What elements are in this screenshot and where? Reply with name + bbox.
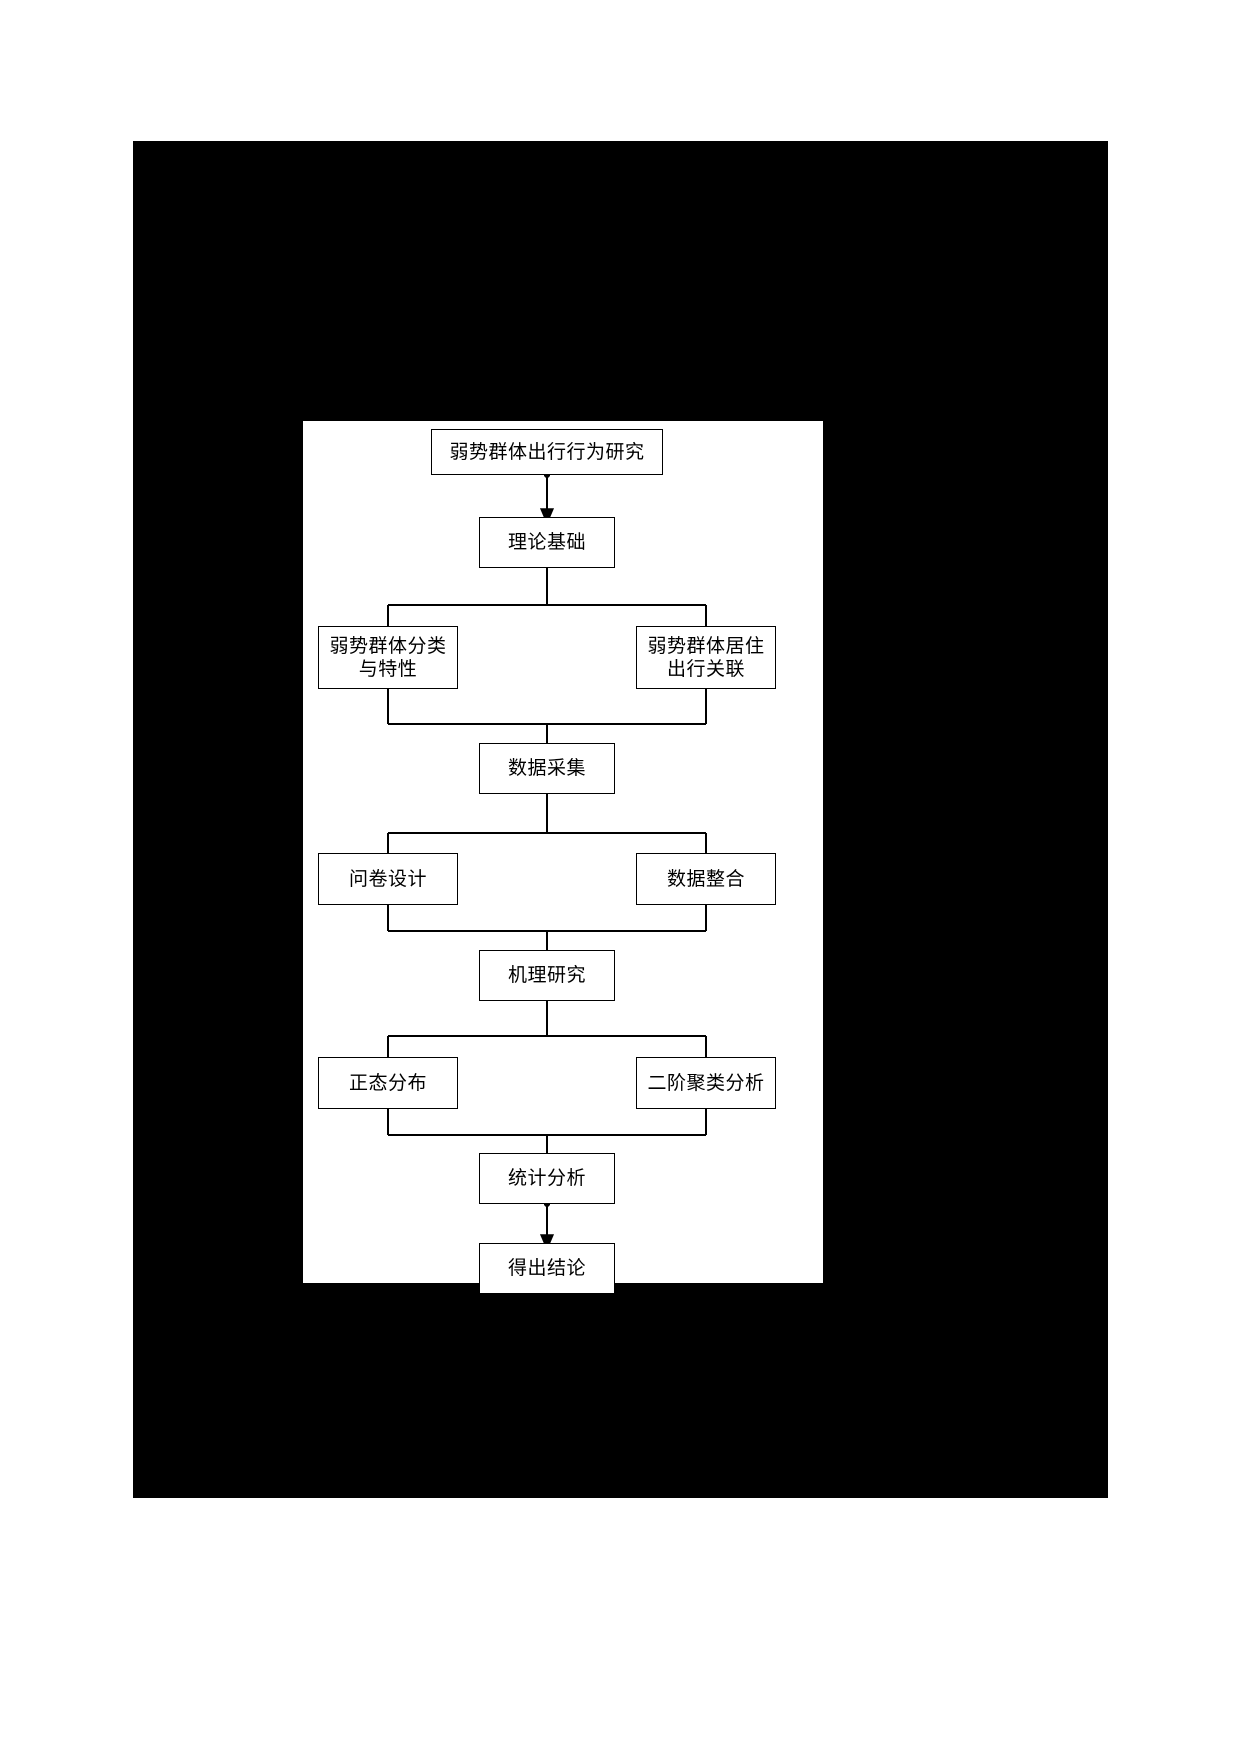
- node-data-integration[interactable]: 数据整合: [636, 853, 776, 905]
- node-conclusion[interactable]: 得出结论: [479, 1243, 615, 1294]
- node-research-topic[interactable]: 弱势群体出行行为研究: [431, 429, 663, 475]
- flowchart-connector-layer: [386, 472, 708, 1251]
- node-group-classification[interactable]: 弱势群体分类 与特性: [318, 626, 458, 689]
- node-residence-travel-link[interactable]: 弱势群体居住 出行关联: [636, 626, 776, 689]
- node-statistical-analysis[interactable]: 统计分析: [479, 1153, 615, 1204]
- node-theoretical-basis[interactable]: 理论基础: [479, 517, 615, 568]
- node-normal-distribution[interactable]: 正态分布: [318, 1057, 458, 1109]
- node-two-step-cluster-analysis[interactable]: 二阶聚类分析: [636, 1057, 776, 1109]
- node-mechanism-study[interactable]: 机理研究: [479, 950, 615, 1001]
- node-questionnaire-design[interactable]: 问卷设计: [318, 853, 458, 905]
- node-data-collection[interactable]: 数据采集: [479, 743, 615, 794]
- flowchart-panel: 弱势群体出行行为研究 理论基础 弱势群体分类 与特性 弱势群体居住 出行关联 数…: [303, 421, 823, 1294]
